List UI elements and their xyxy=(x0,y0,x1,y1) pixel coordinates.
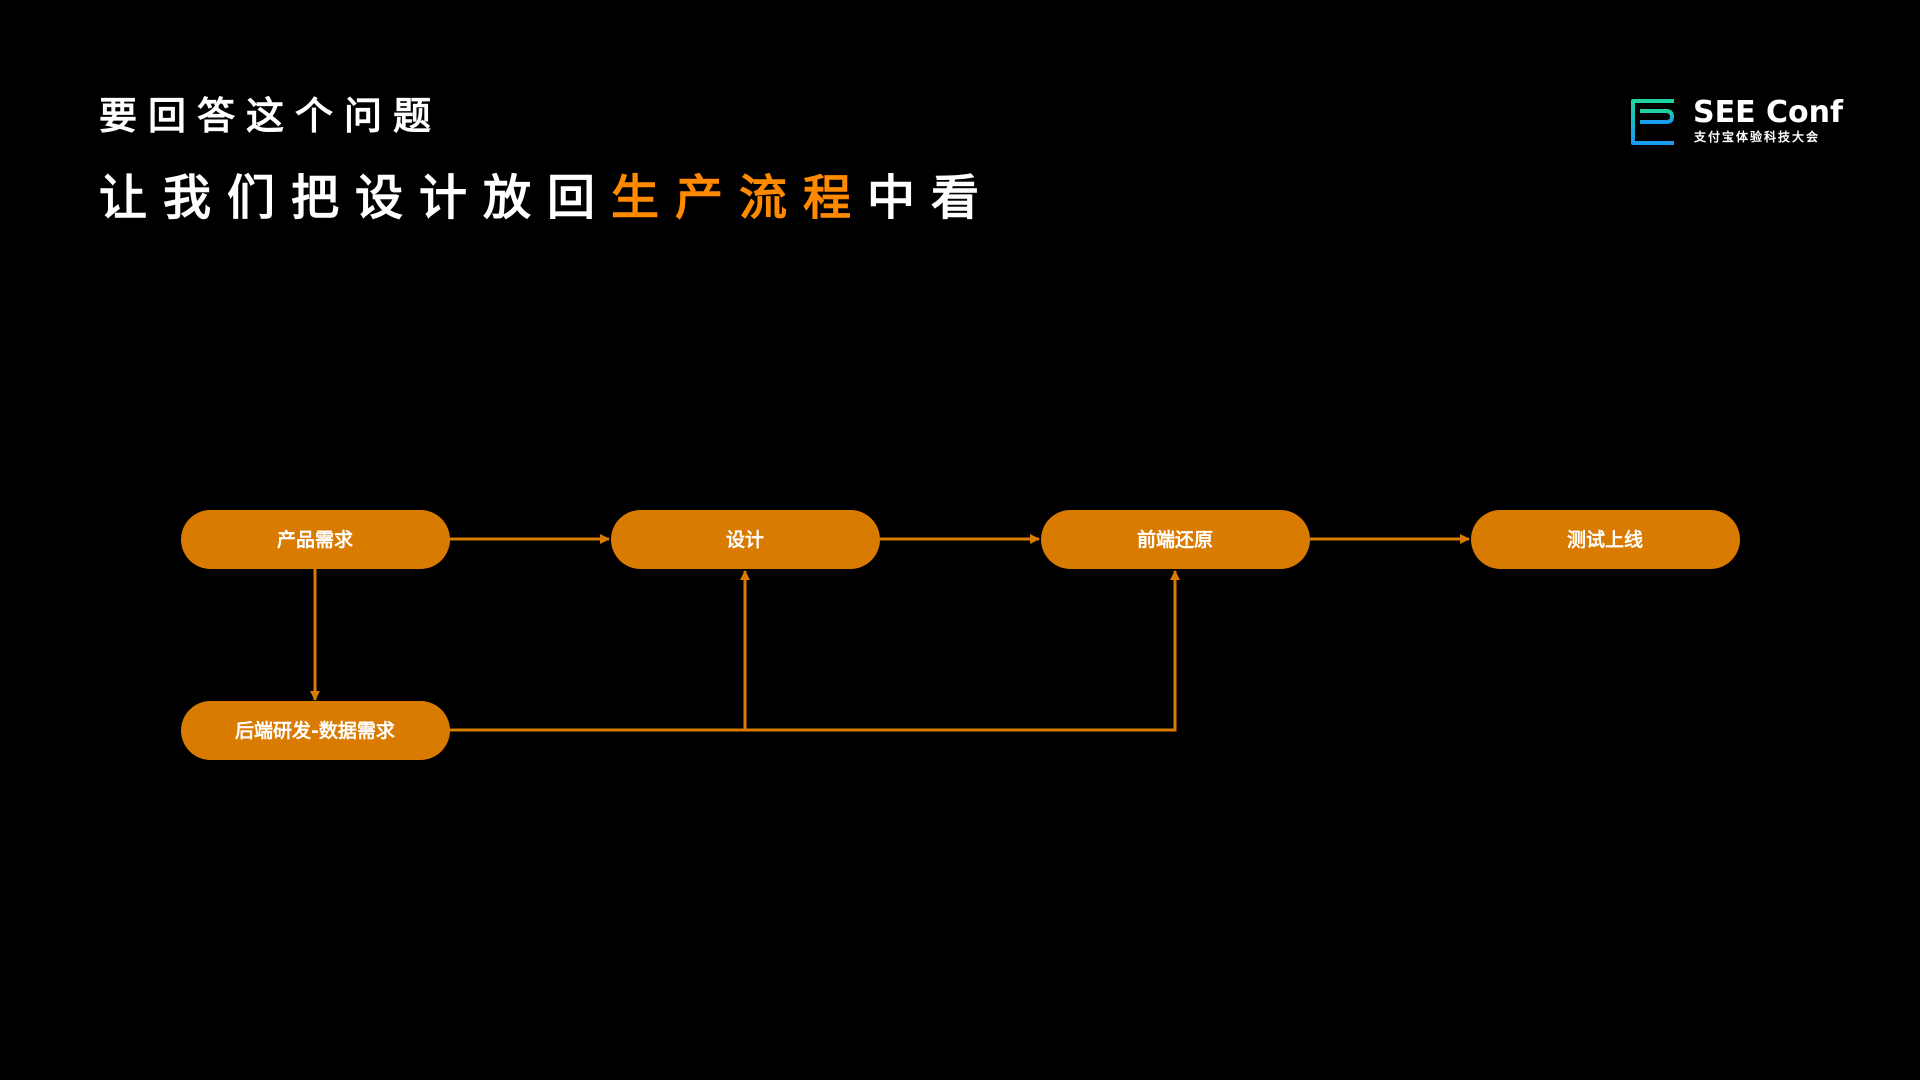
logo-name: SEE Conf xyxy=(1693,95,1844,130)
flow-node-design: 设计 xyxy=(611,510,880,569)
flow-node-backend: 后端研发-数据需求 xyxy=(181,701,450,760)
slide-title: 让我们把设计放回生产流程中看 xyxy=(99,168,995,228)
title-prefix: 让我们把设计放回 xyxy=(99,170,612,226)
slide-subtitle: 要回答这个问题 xyxy=(99,94,443,138)
flow-node-test: 测试上线 xyxy=(1471,510,1740,569)
flow-node-product-label: 产品需求 xyxy=(277,528,354,551)
see-conf-logo-icon xyxy=(1631,99,1675,145)
flow-node-backend-label: 后端研发-数据需求 xyxy=(235,719,396,742)
flow-node-frontend: 前端还原 xyxy=(1041,510,1310,569)
flow-edges xyxy=(310,534,1470,732)
edge-backend-to-design xyxy=(450,570,750,732)
logo-tagline: 支付宝体验科技大会 xyxy=(1694,130,1821,144)
flow-node-design-label: 设计 xyxy=(726,529,764,551)
flow-node-test-label: 测试上线 xyxy=(1567,528,1643,551)
title-suffix: 中看 xyxy=(867,170,996,226)
flow-node-product: 产品需求 xyxy=(181,510,450,569)
see-conf-logo: SEE Conf 支付宝体验科技大会 xyxy=(1630,96,1843,148)
title-highlight: 生产流程 xyxy=(611,170,868,226)
flow-node-frontend-label: 前端还原 xyxy=(1137,528,1213,551)
edge-backend-to-frontend xyxy=(745,570,1180,732)
